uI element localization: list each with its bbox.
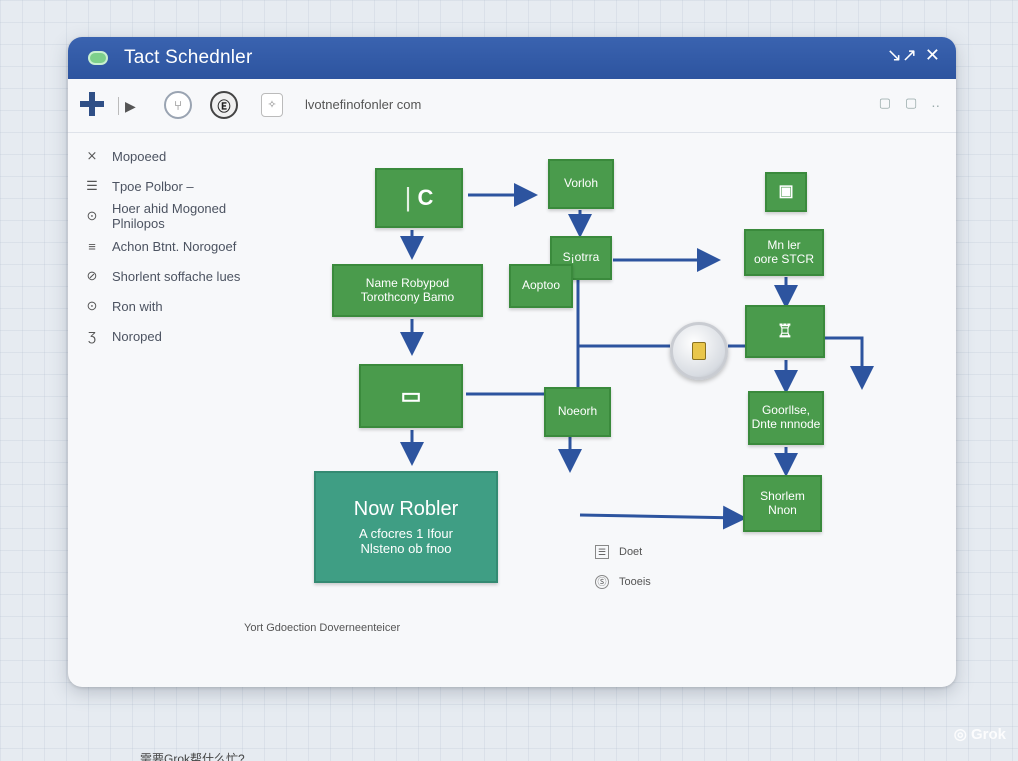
node-shorlem[interactable]: Shorlem Nnon (743, 475, 822, 532)
close-window-button[interactable]: ✕ (924, 45, 940, 65)
title-bar: Tact Schednler ↘↗ ✕ (68, 37, 956, 79)
sidebar-item-ron-with[interactable]: ⊙ Ron with (82, 291, 282, 321)
app-logo-icon (88, 51, 108, 65)
node-top-right[interactable]: ▣ (765, 172, 807, 212)
play-button[interactable]: ▶ (118, 97, 136, 115)
window-title: Tact Schednler (124, 47, 253, 68)
sidebar-item-achon[interactable]: ≡ Achon Btnt. Norogoef (82, 231, 282, 261)
legend-item-doet[interactable]: ☰ Doet (595, 537, 651, 567)
node-name-robuped[interactable]: Name Robypod Torothcony Bamo (332, 264, 483, 317)
more-icon[interactable]: ․․ (931, 95, 940, 110)
sidebar-item-label: Tpoe Polbor – (112, 178, 194, 194)
add-icon[interactable] (80, 92, 104, 116)
lock-badge-icon[interactable] (670, 322, 728, 380)
arrow-glyph-right-branch (824, 336, 874, 390)
three-icon: Ʒ (88, 328, 96, 344)
sidebar-item-hoer-ahid[interactable]: ⊙ Hoer ahid Mogoned Plnilopos (82, 201, 282, 231)
legend-item-label: Tooeis (619, 576, 651, 588)
edit-tool-button[interactable]: Ⓔ (210, 91, 238, 119)
node-now-robler[interactable]: Now Robler A cfocres 1 Ifour Nlsteno ob … (314, 471, 498, 583)
cropped-caption: 需要Grok帮什么忙? (140, 752, 245, 761)
node-mn-ler[interactable]: Mn ler oore STCR (744, 229, 824, 276)
grok-watermark: ◎ Grok (953, 726, 1006, 743)
chip-icon: ▣ (778, 182, 794, 200)
sidebar-item-mopoeed[interactable]: ⨯ Mopoeed (82, 141, 282, 171)
sidebar-item-shorlent[interactable]: ⊘ Shorlent soffache lues (82, 261, 282, 291)
node-monitor[interactable]: ▭ (359, 364, 463, 428)
node-aopteo[interactable]: Aoptoo (509, 264, 573, 308)
resize-window-button[interactable]: ↘↗ (886, 45, 917, 65)
document-icon: ☰ (595, 545, 609, 559)
toolbar-right-icons: ▢ ▢ ․․ (879, 95, 940, 111)
window-icon[interactable]: ▢ (905, 95, 918, 110)
sidebar-item-label: Mopoeed (112, 148, 167, 164)
sidebar-item-tpoe-polbor[interactable]: ☰ Tpoe Polbor – (82, 171, 282, 201)
node-c[interactable]: |C (375, 168, 463, 228)
legend: ☰ Doet Ⓢ Tooeis (595, 537, 651, 597)
cross-icon: ⨯ (86, 148, 98, 163)
sidebar-item-label: Ron with (112, 298, 163, 314)
flow-canvas: |C Vorloh S¡otrra Aoptoo Name Robypod To… (68, 37, 956, 687)
link-tool-button[interactable]: ⑂ (164, 91, 192, 119)
node-sotrra[interactable]: S¡otrra (550, 236, 612, 280)
settings-tool-button[interactable]: ✧ (261, 93, 283, 117)
url-field[interactable]: lvotnefinofonler com (305, 97, 422, 112)
connector-lines (400, 183, 874, 530)
footer-text: Yort Gdoection Doverneenteicer (244, 622, 401, 634)
list-icon: ☰ (86, 178, 98, 193)
node-vorloh[interactable]: Vorloh (548, 159, 614, 209)
arrow-into-shorlem (579, 505, 747, 530)
circle-dot-icon: ⊙ (86, 208, 98, 223)
node-noeorh[interactable]: Noeorh (544, 387, 611, 437)
blocked-icon: ⊘ (86, 268, 98, 283)
window-controls: ↘↗ ✕ (887, 45, 940, 66)
monitor-icon: ▭ (400, 383, 422, 409)
sidebar-item-label: Hoer ahid Mogoned Plnilopos (111, 201, 227, 231)
legend-item-tooeis[interactable]: Ⓢ Tooeis (595, 567, 651, 597)
sidebar-item-label: Shorlent soffache lues (112, 268, 241, 284)
node-goorlse[interactable]: Goorllse, Dnte nnnode (748, 391, 824, 445)
app-window: Tact Schednler ↘↗ ✕ ▶ ⑂ Ⓔ ✧ lvotnefinofo… (68, 37, 956, 687)
sidebar: ⨯ Mopoeed ☰ Tpoe Polbor – ⊙ Hoer ahid Mo… (82, 141, 282, 351)
toolbar: ▶ ⑂ Ⓔ ✧ lvotnefinofonler com ▢ ▢ ․․ (68, 79, 956, 133)
tower-icon: ♖ (776, 321, 794, 342)
node-now-robler-subtitle: A cfocres 1 Ifour Nlsteno ob fnoo (359, 525, 453, 556)
page-icon[interactable]: ▢ (878, 95, 891, 110)
legend-item-label: Doet (619, 546, 643, 558)
settings-icon: Ⓢ (595, 575, 609, 589)
radio-icon: ⊙ (86, 298, 98, 313)
sidebar-item-noroped[interactable]: Ʒ Noroped (82, 321, 282, 351)
sidebar-item-label: Noroped (112, 328, 162, 344)
node-now-robler-title: Now Robler (353, 497, 459, 520)
node-glyph-right[interactable]: ♖ (745, 305, 825, 358)
lock-icon (692, 342, 706, 360)
sidebar-item-label: Achon Btnt. Norogoef (112, 238, 237, 254)
menu-icon: ≡ (88, 238, 96, 254)
node-c-label: C (417, 185, 434, 211)
